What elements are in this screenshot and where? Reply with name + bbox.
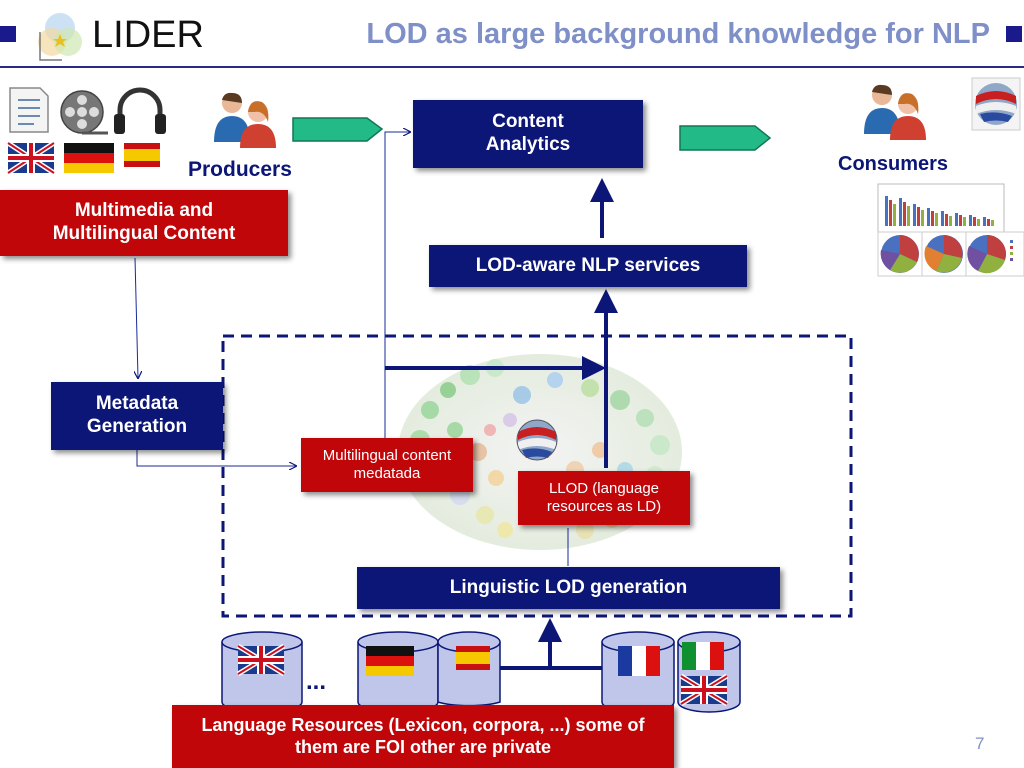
germany-flag-icon: [64, 143, 114, 173]
bar-chart-thumbnail: [877, 183, 1005, 233]
consumers-label: Consumers: [838, 153, 949, 175]
llod-box: LLOD (language resources as LD): [518, 471, 690, 525]
spain-flag-icon: [124, 143, 160, 167]
slide-title: LOD as large background knowledge for NL…: [366, 18, 990, 50]
pie-chart-thumbnail: [921, 231, 967, 277]
content-analytics-box: Content Analytics: [413, 100, 643, 168]
uk-flag-icon: [6, 140, 56, 176]
spain-flag-icon: [456, 646, 490, 670]
logo-text: LIDER: [92, 14, 204, 56]
metadata-generation-box: Metadata Generation: [51, 382, 223, 450]
france-flag-icon: [618, 646, 660, 676]
flag-globe-icon: [516, 419, 558, 461]
film-reel-icon: [60, 90, 108, 135]
uk-flag-icon: [236, 643, 286, 677]
multilingual-metadata-box: Multilingual content medatada: [301, 438, 473, 492]
green-arrow-producers: [292, 117, 384, 142]
header-divider: [0, 66, 1024, 68]
lod-nlp-services-box: LOD-aware NLP services: [429, 245, 747, 287]
page-number: 7: [975, 734, 985, 753]
uk-flag-icon: [679, 673, 729, 707]
producers-label: Producers: [188, 158, 292, 181]
header-right-square: [1006, 26, 1022, 42]
linguistic-lod-generation-box: Linguistic LOD generation: [357, 567, 780, 609]
flag-globe-icon: [971, 77, 1021, 131]
green-arrow-consumers: [679, 125, 772, 151]
lod-region-border: [221, 334, 853, 618]
pie-chart-thumbnail: [877, 231, 923, 277]
germany-flag-icon: [366, 646, 414, 676]
headphones-icon: [114, 87, 166, 134]
italy-flag-icon: [682, 642, 724, 670]
people-icon: [214, 92, 276, 148]
language-resources-box: Language Resources (Lexicon, corpora, ..…: [172, 705, 674, 768]
pie-chart-thumbnail: [965, 231, 1024, 277]
ellipsis-label: ...: [306, 668, 327, 695]
header-left-square: [0, 26, 16, 42]
people-icon: [864, 84, 926, 140]
database-cylinders: [221, 631, 741, 713]
document-icon: [9, 87, 49, 133]
multimedia-content-box: Multimedia and Multilingual Content: [0, 190, 288, 256]
lider-logo-icon: [38, 13, 82, 61]
